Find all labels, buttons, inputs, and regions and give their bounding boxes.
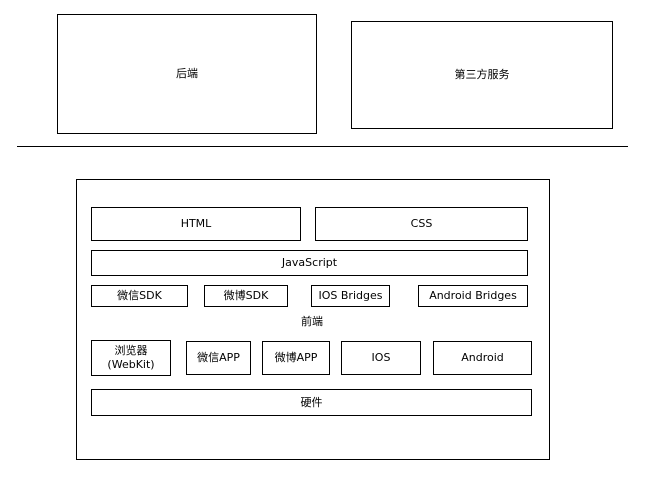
javascript-box: JavaScript <box>91 250 528 276</box>
browser-webkit-box: 浏览器 (WebKit) <box>91 340 171 376</box>
wechat-app-label: 微信APP <box>197 351 240 365</box>
third-party-service-box: 第三方服务 <box>351 21 613 129</box>
css-box: CSS <box>315 207 528 241</box>
frontend-label: 前端 <box>301 315 323 328</box>
third-party-service-label: 第三方服务 <box>454 68 510 82</box>
android-label: Android <box>461 351 504 365</box>
ios-bridges-label: IOS Bridges <box>318 289 383 303</box>
ios-bridges-box: IOS Bridges <box>311 285 390 307</box>
backend-box: 后端 <box>57 14 317 134</box>
html-label: HTML <box>180 217 212 231</box>
weibo-sdk-label: 微博SDK <box>223 289 269 303</box>
html-box: HTML <box>91 207 301 241</box>
javascript-label: JavaScript <box>281 256 338 270</box>
weibo-sdk-box: 微博SDK <box>204 285 288 307</box>
android-bridges-label: Android Bridges <box>429 289 517 303</box>
wechat-app-box: 微信APP <box>186 341 251 375</box>
browser-webkit-label: 浏览器 (WebKit) <box>107 344 155 371</box>
backend-label: 后端 <box>176 67 198 81</box>
hardware-box: 硬件 <box>91 389 532 416</box>
hardware-label: 硬件 <box>300 395 323 409</box>
wechat-sdk-label: 微信SDK <box>117 289 162 303</box>
weibo-app-box: 微博APP <box>262 341 330 375</box>
android-box: Android <box>433 341 532 375</box>
weibo-app-label: 微博APP <box>274 351 318 365</box>
css-label: CSS <box>410 217 433 231</box>
layer-divider <box>17 146 628 147</box>
ios-box: IOS <box>341 341 421 375</box>
wechat-sdk-box: 微信SDK <box>91 285 188 307</box>
android-bridges-box: Android Bridges <box>418 285 528 307</box>
ios-label: IOS <box>371 351 391 365</box>
